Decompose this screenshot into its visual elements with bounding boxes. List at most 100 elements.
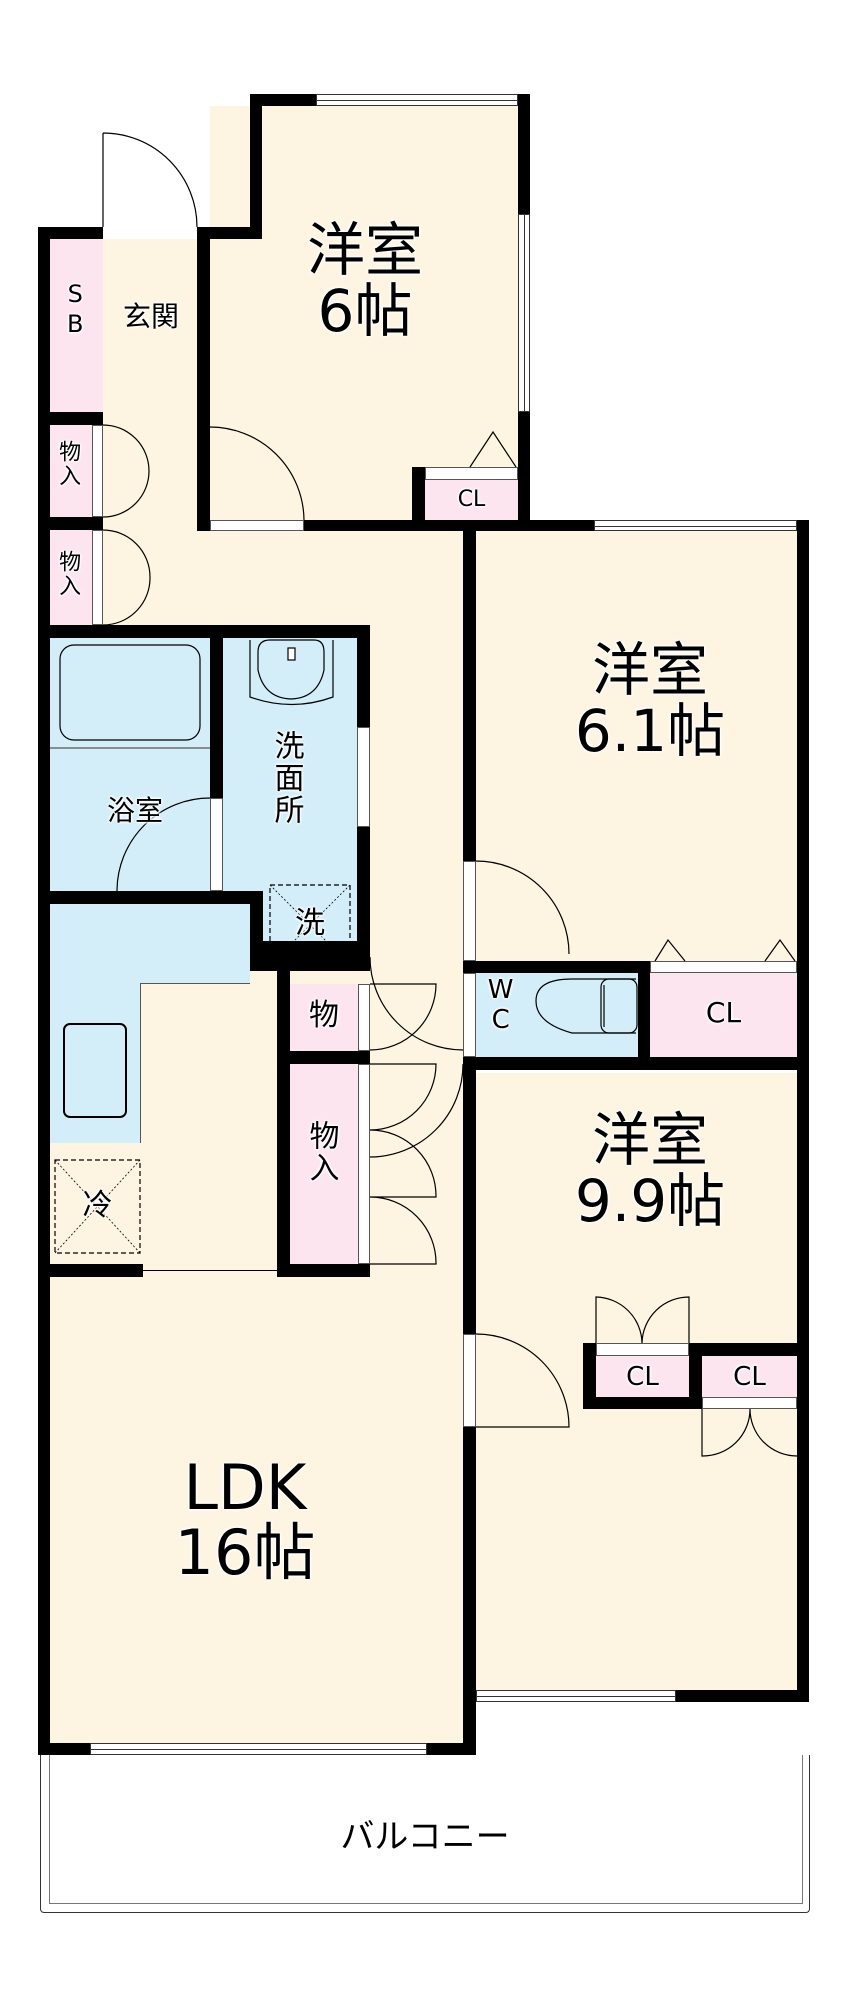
wall [463,1057,809,1070]
closet-a-label: CL [457,487,486,512]
storage-door [358,984,370,1051]
storage-2-label: 物入 [55,550,81,598]
storage-1-area [50,425,92,517]
storage-3-area [290,984,358,1051]
wall [38,412,103,425]
room-size: 9.9帖 [574,1166,726,1235]
room-name: LDK [183,1451,307,1524]
wall [197,520,210,531]
closet-door [425,467,518,480]
wall [638,961,650,1070]
storage-3-label: 物 [309,998,339,1033]
wall [797,520,809,1702]
closet-c2-label: CL [733,1362,766,1392]
entrance-label: 玄関 [122,300,179,333]
closet-c1-label: CL [626,1362,659,1392]
storage-2-area [50,530,92,625]
closet-door [596,1343,689,1356]
wall [38,1743,90,1755]
wall [463,1427,476,1755]
wall [38,227,103,239]
door-opening [463,1334,476,1427]
toilet-area [476,973,638,1057]
toilet-label: WC [480,975,520,1035]
door-opening [463,861,476,961]
wall [38,891,263,904]
wall [583,1397,702,1409]
closet-b-label: CL [705,996,742,1029]
storage-1-label: 物入 [55,440,81,488]
entrance-door-swing [102,132,198,228]
wall [250,94,262,239]
room-name: 洋室 [591,1106,708,1174]
closet-door [650,961,797,973]
wall [463,531,476,861]
wall [197,227,262,239]
kitchen-area [50,904,250,983]
room-name: 洋室 [591,636,708,704]
toilet-text: WC [485,975,516,1035]
balcony-outline [40,1755,810,1913]
fridge-label: 冷 [82,1188,113,1223]
wall [38,227,50,1755]
counter-line [143,1270,277,1271]
wall [412,467,425,527]
storage-4-label: 物入 [303,1120,339,1184]
wall [518,412,530,531]
wall [583,1343,596,1409]
wall [277,971,290,1277]
storage-door [358,1064,370,1264]
balcony-inner-outline [49,1755,803,1904]
western-room-6-1-floor [476,531,797,961]
storage-door [92,530,103,625]
western-room-6-1-label: 洋室 6.1帖 [530,640,770,762]
wall [38,625,370,638]
bathroom-area [50,638,220,891]
wall [277,1264,370,1277]
counter-edge [140,983,250,984]
wall [357,625,370,727]
wall [250,94,316,106]
wall [38,517,103,530]
entrance-floor [103,239,197,625]
western-room-6-label: 洋室 6帖 [250,220,480,342]
window [90,1743,427,1755]
wall [277,1051,370,1064]
closet-b-area [650,973,797,1057]
door-opening [210,520,304,531]
wall [689,1343,702,1409]
shoe-box-label: SB [61,280,90,340]
wall [210,638,223,798]
closet-c2-area [702,1356,797,1397]
wall [427,1743,476,1755]
wall [304,520,594,531]
bathroom-door [210,798,223,891]
window [518,214,530,412]
storage-door [92,425,103,517]
washroom-area [223,638,357,941]
wall [676,1690,809,1702]
hallway-floor [197,531,463,625]
ldk-label: LDK 16帖 [120,1455,370,1585]
washroom-label: 洗面所 [268,730,304,826]
wall [197,227,210,531]
room-size: 16帖 [174,1516,316,1590]
wall [357,827,370,971]
closet-c1-area [596,1356,689,1397]
washer-label: 洗 [295,906,325,941]
window [316,94,518,106]
closet-door [702,1397,797,1409]
window [594,520,797,531]
wall [38,1264,143,1277]
window [476,1690,676,1702]
room-size: 6帖 [317,276,413,345]
balcony-label: バルコニー [340,1817,510,1857]
western-room-9-9-label: 洋室 9.9帖 [530,1110,770,1232]
bathroom-label: 浴室 [106,794,163,827]
room-size: 6.1帖 [574,696,726,765]
toilet-door [463,973,476,1057]
shoe-box-area [50,239,103,412]
room-name: 洋室 [306,216,423,284]
washroom-door [357,727,370,827]
